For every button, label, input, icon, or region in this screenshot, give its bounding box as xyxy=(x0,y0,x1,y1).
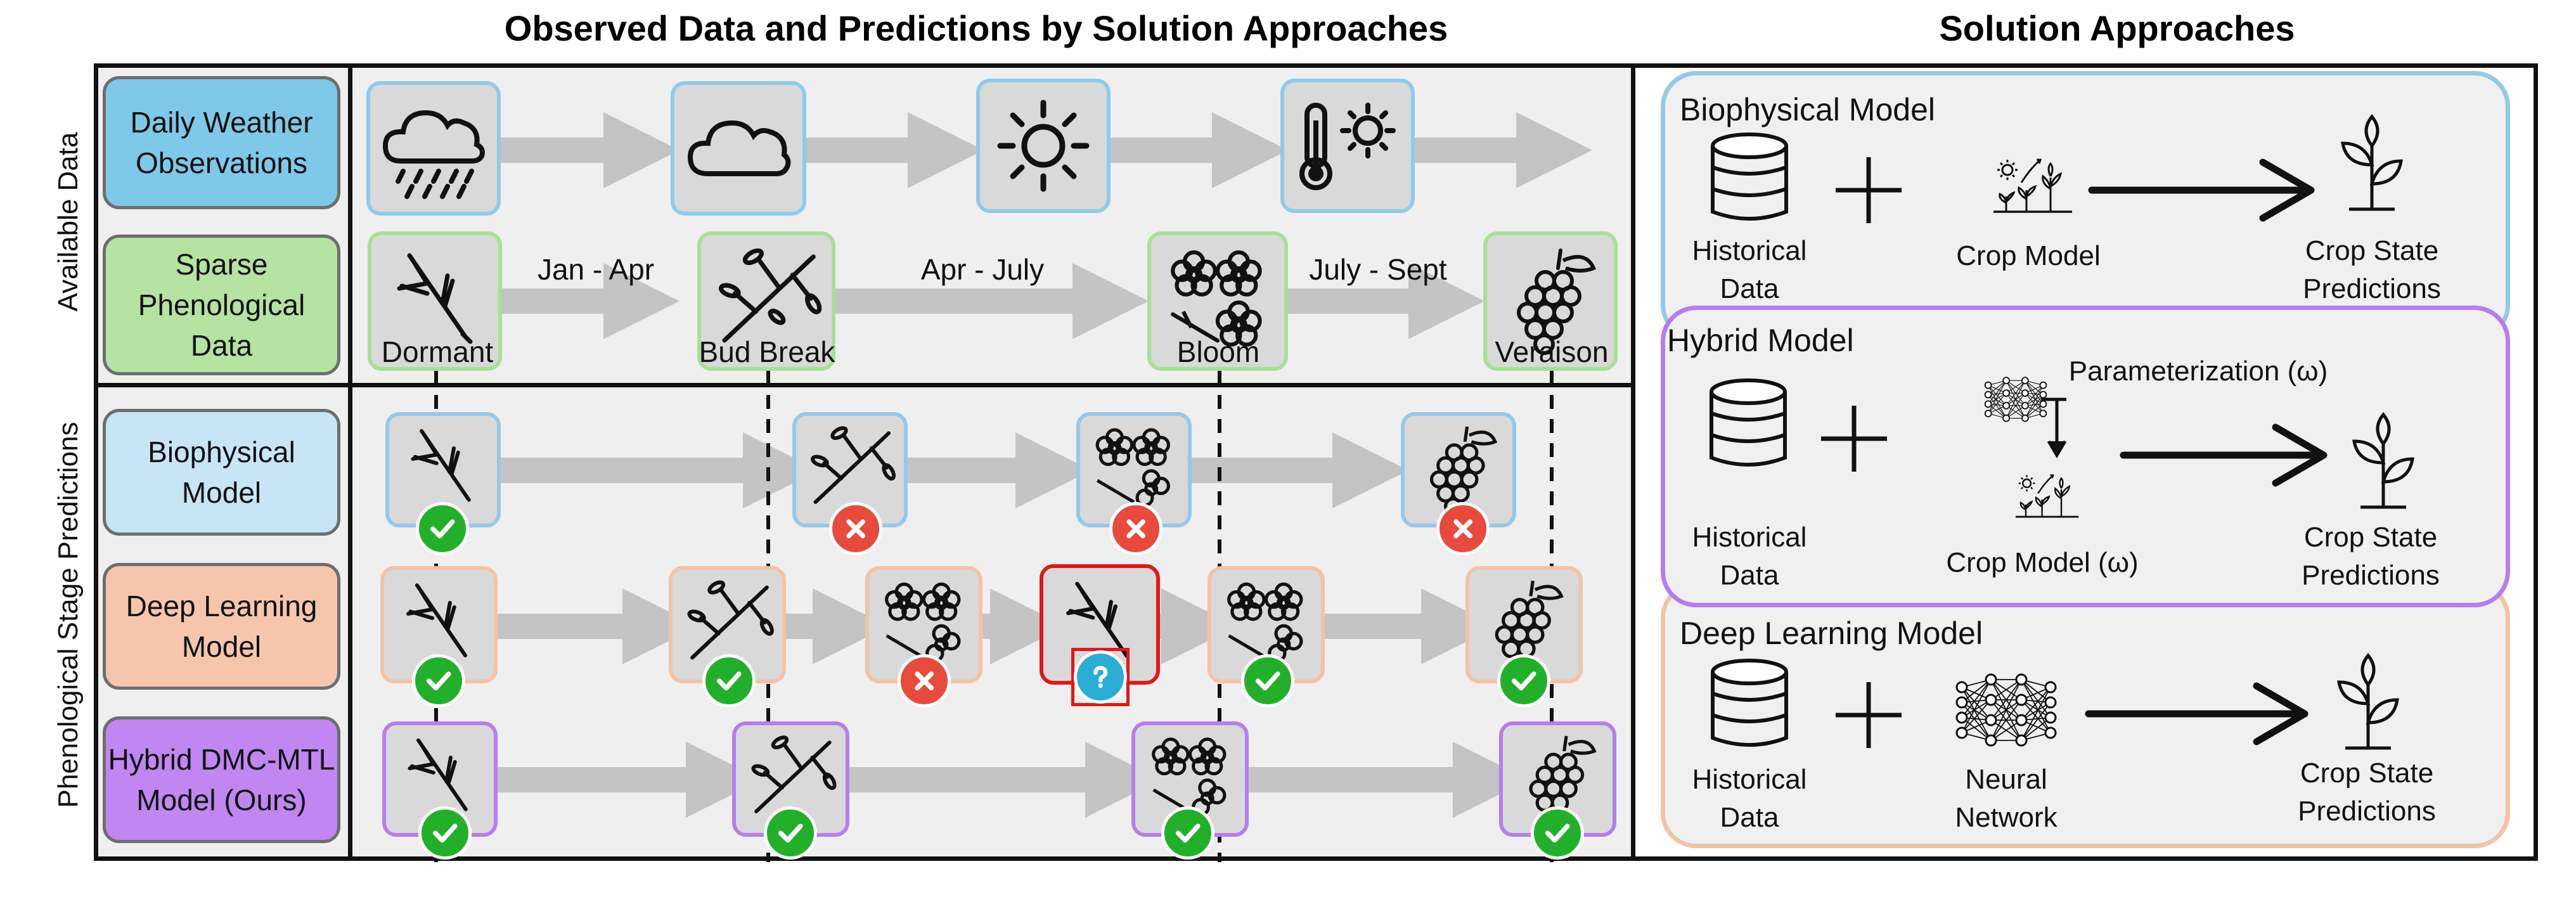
bud-break-branch-icon xyxy=(811,426,896,504)
bloom-flowers-icon xyxy=(1171,250,1262,347)
bud-break-branch-icon xyxy=(751,735,837,813)
pheno-tile-bud-break xyxy=(697,231,835,371)
check-icon xyxy=(1531,806,1584,860)
stage-label-veraison: Veraison xyxy=(1495,335,1609,368)
period-label-1: Jan - Apr xyxy=(537,253,655,286)
sprout-icon xyxy=(2343,117,2401,209)
dormant-branch-icon xyxy=(411,429,471,502)
section-divider xyxy=(94,383,1635,387)
sprout-icon xyxy=(2354,415,2412,507)
weather-tile-cloud xyxy=(671,81,806,216)
bud-break-branch-icon xyxy=(687,580,774,660)
cross-icon xyxy=(829,502,882,555)
right-panel-title: Solution Approaches xyxy=(1939,8,2295,48)
hybrid-param-label: Parameterization (ω) xyxy=(2068,356,2328,387)
check-icon xyxy=(1241,654,1294,707)
sun-icon xyxy=(997,100,1090,192)
dormant-branch-icon xyxy=(406,583,468,657)
row-label-phenological: Sparse Phenological Data xyxy=(103,235,340,375)
pheno-tile-dormant xyxy=(368,231,502,371)
pred-deep-bloom-early xyxy=(865,566,982,683)
neural-network-icon xyxy=(1984,377,2047,422)
check-icon xyxy=(416,502,469,555)
veraison-grapes-icon xyxy=(1517,248,1596,355)
pheno-tile-veraison xyxy=(1483,231,1618,371)
long-arrow-icon xyxy=(2120,423,2328,487)
dormant-branch-icon xyxy=(408,738,468,811)
check-icon xyxy=(1161,806,1214,860)
long-arrow-icon xyxy=(2088,158,2315,222)
thermometer-sun-icon xyxy=(1299,103,1396,190)
biophysical-input-label: Historical Data xyxy=(1692,235,1807,304)
period-label-2: Apr - July xyxy=(920,253,1045,286)
biophysical-model-label: Crop Model xyxy=(1956,240,2101,271)
bud-break-branch-icon xyxy=(718,248,822,343)
biophysical-output-label: Crop State Predictions xyxy=(2303,235,2441,304)
check-icon xyxy=(702,654,756,707)
neural-network-icon xyxy=(1955,673,2057,747)
row-label-biophysical: Biophysical Model xyxy=(103,409,340,536)
row-label-weather: Daily Weather Observations xyxy=(103,76,340,209)
bloom-flowers-icon xyxy=(1227,582,1303,663)
deep-input-label: Historical Data xyxy=(1692,764,1807,833)
deep-model-label: Neural Network xyxy=(1955,764,2058,833)
approach-title-hybrid: Hybrid Model xyxy=(1667,323,1854,358)
bloom-flowers-icon xyxy=(1152,737,1227,816)
check-icon xyxy=(418,806,472,860)
hybrid-output-label: Crop State Predictions xyxy=(2302,522,2440,591)
crop-model-icon xyxy=(2014,474,2080,518)
plus-icon xyxy=(1821,406,1887,472)
stage-label-bloom: Bloom xyxy=(1176,335,1260,368)
stage-label-bud-break: Bud Break xyxy=(699,335,835,368)
parameterization-arrow xyxy=(2041,397,2067,458)
approach-title-deep-learning: Deep Learning Model xyxy=(1680,616,1983,651)
crop-model-icon xyxy=(1992,158,2073,213)
sprout-icon xyxy=(2339,655,2397,748)
weather-tile-thermometer xyxy=(1280,79,1415,213)
long-arrow-icon xyxy=(2085,682,2309,746)
check-icon xyxy=(412,654,465,707)
cross-icon xyxy=(898,654,951,707)
pheno-tile-bloom xyxy=(1147,231,1288,371)
question-icon xyxy=(1074,650,1127,704)
approach-diagrams xyxy=(1635,63,2538,861)
row-label-deep-learning: Deep Learning Model xyxy=(103,563,340,690)
database-icon xyxy=(1713,134,1786,219)
hybrid-input-label: Historical Data xyxy=(1692,522,1807,591)
hybrid-model-label: Crop Model (ω) xyxy=(1946,547,2139,578)
database-icon xyxy=(1711,380,1785,465)
approach-box-biophysical xyxy=(1661,71,2510,340)
weather-tile-rain xyxy=(366,81,501,216)
dormant-branch-icon xyxy=(1066,581,1129,658)
rain-cloud-icon xyxy=(382,110,485,199)
check-icon xyxy=(764,806,817,860)
plus-icon xyxy=(1836,157,1902,223)
label-column-divider xyxy=(348,63,352,861)
stage-label-dormant: Dormant xyxy=(381,335,494,368)
left-panel-title: Observed Data and Predictions by Solutio… xyxy=(504,8,1448,48)
left-right-divider xyxy=(1631,63,1635,861)
bloom-flowers-icon xyxy=(885,582,961,663)
deep-output-label: Crop State Predictions xyxy=(2298,758,2436,827)
outer-frame xyxy=(94,63,2538,861)
cross-icon xyxy=(1109,502,1162,555)
unknown-highlight-box xyxy=(1071,648,1130,706)
period-label-3: July - Sept xyxy=(1309,253,1447,286)
approach-box-hybrid xyxy=(1661,306,2510,607)
weather-tile-sun xyxy=(976,79,1111,213)
row-label-hybrid: Hybrid DMC-MTL Model (Ours) xyxy=(103,716,340,843)
cloud-icon xyxy=(687,120,791,176)
dormant-branch-icon xyxy=(397,253,473,344)
approach-title-biophysical: Biophysical Model xyxy=(1680,92,1935,127)
plus-icon xyxy=(1836,682,1902,748)
cross-icon xyxy=(1436,502,1490,555)
check-icon xyxy=(1497,654,1550,707)
database-icon xyxy=(1713,661,1786,745)
